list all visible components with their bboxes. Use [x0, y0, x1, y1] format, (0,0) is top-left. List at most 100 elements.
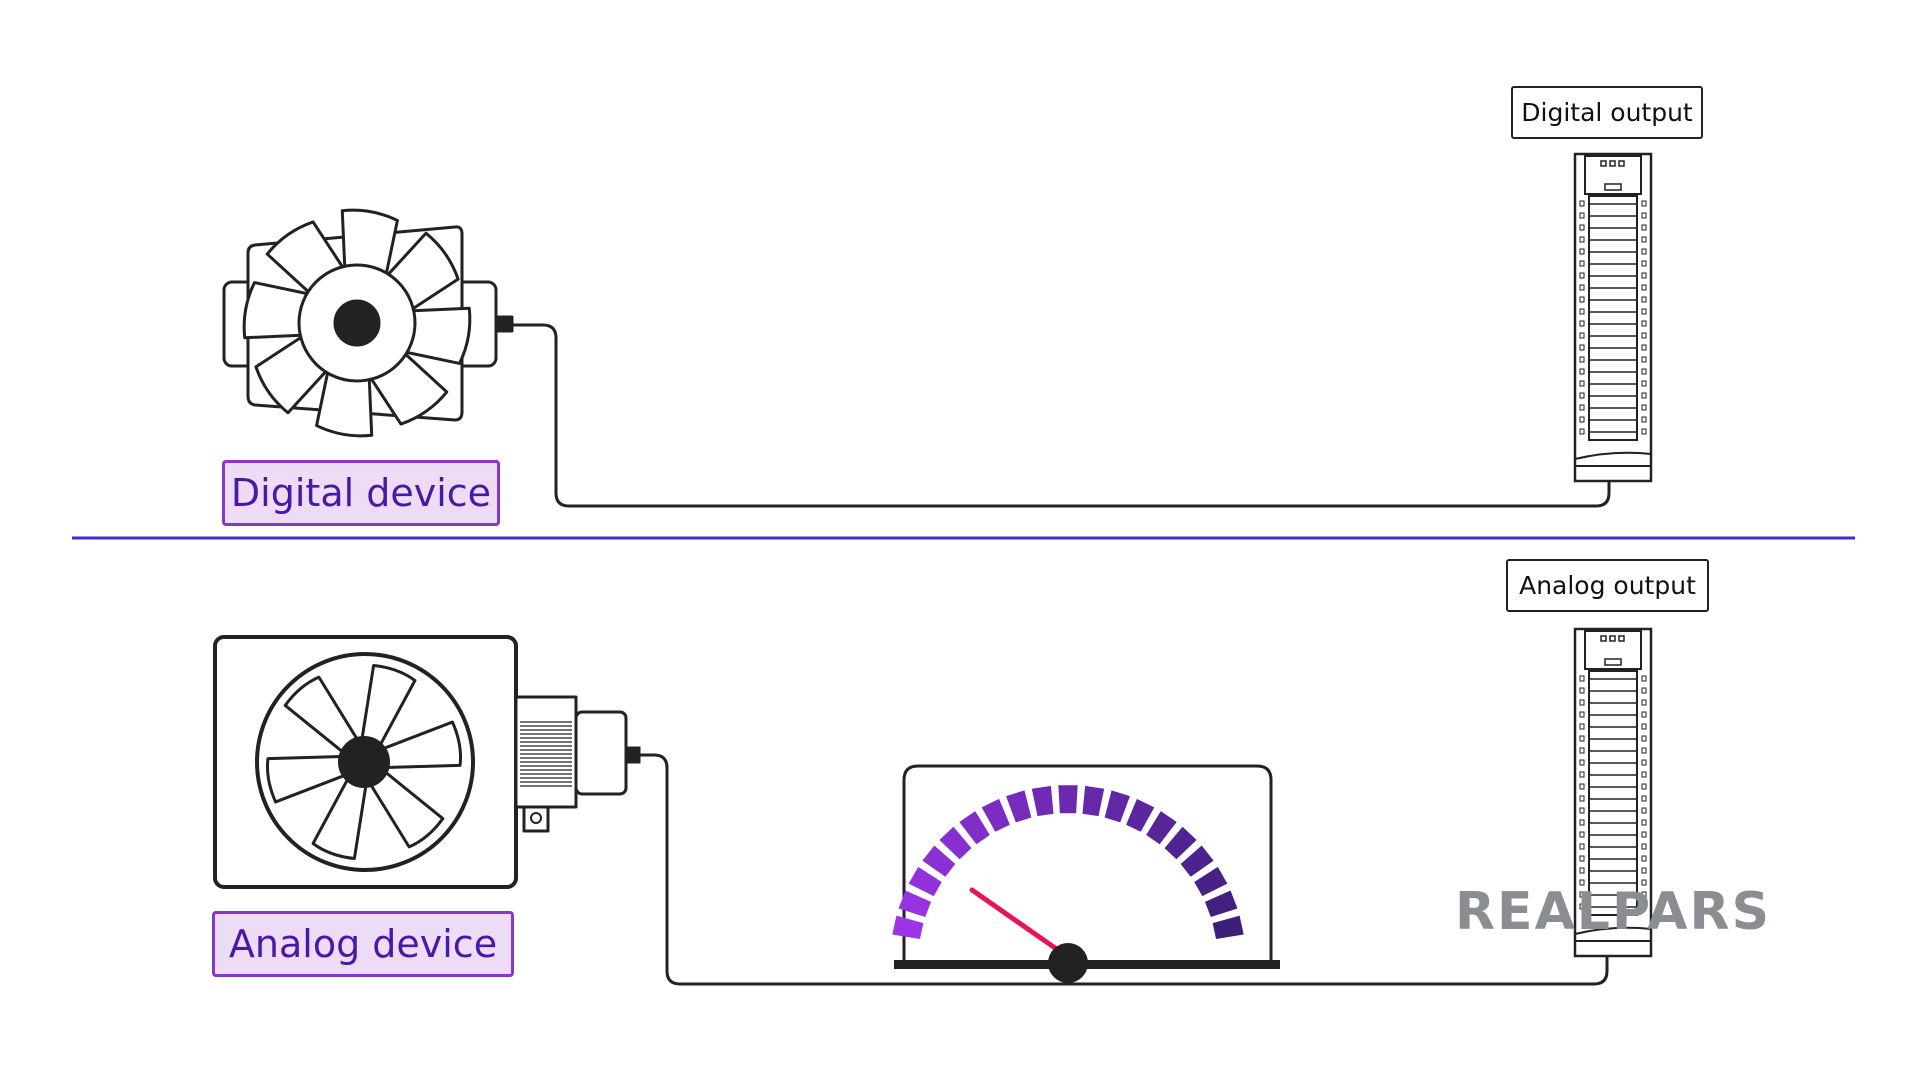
- terminal-screw: [1641, 356, 1647, 363]
- terminal-screw: [1579, 879, 1585, 886]
- fan-blade: [311, 769, 369, 861]
- gauge-segment: [1204, 890, 1238, 918]
- terminal-screw: [1641, 819, 1647, 826]
- terminal-screw: [1641, 296, 1647, 303]
- gauge-segment: [1180, 845, 1214, 877]
- fan-blade: [266, 754, 356, 804]
- module-base-line: [1574, 451, 1652, 460]
- gauge-segment: [1006, 790, 1032, 823]
- terminal-screw: [1641, 428, 1647, 435]
- gauge-segment: [981, 798, 1010, 832]
- terminal-screw: [1641, 380, 1647, 387]
- terminal-screw: [1641, 224, 1647, 231]
- digital-device-label: Digital device: [222, 460, 500, 526]
- terminal-screw: [1579, 224, 1585, 231]
- terminal-screw: [1579, 416, 1585, 423]
- terminal-screw: [1579, 687, 1585, 694]
- gauge-needle: [969, 887, 1071, 960]
- terminal-screw: [1579, 759, 1585, 766]
- terminal-screw: [1641, 807, 1647, 814]
- terminal-screw: [1579, 344, 1585, 351]
- terminal-screw: [1579, 867, 1585, 874]
- terminal-screw: [1579, 891, 1585, 898]
- terminal-screw: [1641, 759, 1647, 766]
- terminal-screw: [1579, 272, 1585, 279]
- terminal-screw: [1641, 723, 1647, 730]
- fan-blade: [283, 675, 364, 760]
- terminal-screw: [1641, 272, 1647, 279]
- terminal-screw: [1579, 843, 1585, 850]
- terminal-strip: [1588, 195, 1638, 441]
- terminal-screw: [1579, 308, 1585, 315]
- terminal-screw: [1641, 200, 1647, 207]
- terminal-screw: [1641, 332, 1647, 339]
- module-led: [1618, 160, 1625, 167]
- digital-output-module: [1573, 152, 1653, 483]
- terminal-screw: [1579, 368, 1585, 375]
- terminal-screw: [1579, 747, 1585, 754]
- terminal-screw: [1579, 248, 1585, 255]
- gauge-segment: [908, 866, 942, 897]
- module-latch: [1604, 658, 1622, 666]
- gauge-segment: [892, 915, 924, 939]
- terminal-screw: [1579, 428, 1585, 435]
- digital-fan-icon: [222, 208, 514, 438]
- terminal-screw: [1641, 831, 1647, 838]
- terminal-screw: [1641, 855, 1647, 862]
- fan-blade: [364, 764, 445, 849]
- terminal-screw: [1641, 344, 1647, 351]
- terminal-screw: [1641, 236, 1647, 243]
- terminal-screw: [1579, 831, 1585, 838]
- terminal-screw: [1641, 260, 1647, 267]
- terminal-screw: [1641, 735, 1647, 742]
- terminal-screw: [1641, 308, 1647, 315]
- module-led: [1609, 635, 1616, 642]
- gauge-segment: [1164, 826, 1197, 860]
- analog-output-module: [1573, 627, 1653, 958]
- terminal-screw: [1579, 380, 1585, 387]
- terminal-screw: [1641, 368, 1647, 375]
- terminal-screw: [1579, 807, 1585, 814]
- gauge-segment: [1104, 790, 1130, 823]
- terminal-screw: [1641, 212, 1647, 219]
- digital-output-label: Digital output: [1511, 86, 1703, 139]
- terminal-screw: [1641, 867, 1647, 874]
- fan-blade: [372, 720, 462, 770]
- terminal-screw: [1641, 284, 1647, 291]
- terminal-screw: [1579, 320, 1585, 327]
- analog-gauge-icon: [892, 764, 1280, 983]
- module-led: [1618, 635, 1625, 642]
- gauge-segment: [1194, 866, 1228, 897]
- terminal-screw: [1641, 248, 1647, 255]
- terminal-screw: [1641, 771, 1647, 778]
- terminal-screw: [1579, 855, 1585, 862]
- gauge-segment: [959, 811, 990, 845]
- terminal-screw: [1579, 332, 1585, 339]
- terminal-screw: [1579, 284, 1585, 291]
- analog-fan-icon: [213, 635, 641, 889]
- terminal-screw: [1641, 404, 1647, 411]
- module-latch: [1604, 183, 1622, 191]
- fan-blade: [359, 663, 417, 755]
- terminal-screw: [1579, 783, 1585, 790]
- terminal-screw: [1579, 903, 1585, 910]
- terminal-screw: [1641, 687, 1647, 694]
- terminal-screw: [1579, 771, 1585, 778]
- terminal-screw: [1579, 711, 1585, 718]
- terminal-screw: [1641, 675, 1647, 682]
- terminal-screw: [1641, 843, 1647, 850]
- analog-output-label: Analog output: [1506, 559, 1709, 612]
- realpars-logo: REALPARS: [1455, 882, 1772, 942]
- terminal-screw: [1579, 392, 1585, 399]
- terminal-screw: [1579, 795, 1585, 802]
- terminal-strip: [1588, 670, 1638, 916]
- digital-wire: [512, 323, 1611, 508]
- terminal-screw: [1641, 392, 1647, 399]
- terminal-screw: [1641, 795, 1647, 802]
- terminal-screw: [1641, 879, 1647, 886]
- gauge-segment: [939, 826, 972, 860]
- terminal-screw: [1579, 356, 1585, 363]
- terminal-screw: [1579, 212, 1585, 219]
- gauge-segment: [898, 890, 932, 918]
- terminal-screw: [1579, 819, 1585, 826]
